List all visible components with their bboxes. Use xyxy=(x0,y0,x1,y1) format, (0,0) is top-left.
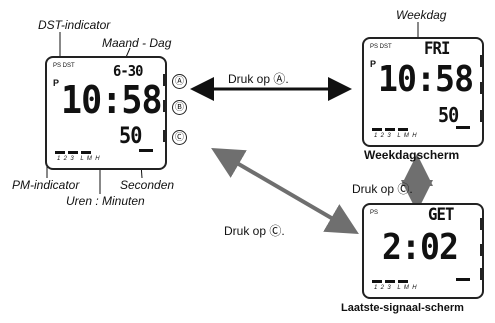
date-digits: 6-30 xyxy=(113,62,143,80)
signal-side-button-2[interactable] xyxy=(480,244,484,256)
last-signal-screen-caption: Laatste-signaal-scherm xyxy=(341,302,464,314)
seconds-label: Seconden xyxy=(120,178,175,192)
pm-indicator: P xyxy=(370,59,377,69)
weekday-side-button-3[interactable] xyxy=(480,110,484,122)
ps-dst-indicator: PS DST xyxy=(53,63,75,69)
weekday-watch-display: PS DST FRI P 10:58 50 1 2 3 L M H xyxy=(362,37,484,147)
time-digits: 10:58 xyxy=(61,78,163,122)
button-a-label: Ⓐ xyxy=(172,74,187,89)
signal-bars xyxy=(372,126,476,131)
button-b-side[interactable] xyxy=(163,100,167,112)
instruction-press-c-right: Druk op Ⓒ. xyxy=(352,182,413,196)
last-signal-watch-display: PS GET 2:02 1 2 3 L M H xyxy=(362,203,484,299)
button-c-label: Ⓒ xyxy=(172,130,187,145)
weekday-digits: FRI xyxy=(424,39,450,59)
pm-indicator-label: PM-indicator xyxy=(12,178,80,192)
bar-labels: 1 2 3 L M H xyxy=(374,285,417,291)
ps-dst-indicator: PS DST xyxy=(370,44,392,50)
time-digits: 10:58 xyxy=(378,59,474,100)
button-a-side[interactable] xyxy=(163,74,167,86)
weekday-side-button-2[interactable] xyxy=(480,82,484,94)
signal-bars xyxy=(372,278,476,283)
time-digits: 2:02 xyxy=(382,227,459,268)
instruction-press-a: Druk op Ⓐ. xyxy=(228,72,289,86)
weekday-label: Weekdag xyxy=(396,8,447,22)
seconds-digits: 50 xyxy=(119,124,142,149)
seconds-digits: 50 xyxy=(438,103,459,127)
button-c-side[interactable] xyxy=(163,130,167,142)
bar-labels: 1 2 3 L M H xyxy=(57,156,100,162)
month-day-label: Maand - Dag xyxy=(102,36,172,50)
hours-minutes-label: Uren : Minuten xyxy=(66,194,145,208)
signal-bars xyxy=(55,149,159,154)
signal-side-button-1[interactable] xyxy=(480,218,484,230)
get-digits: GET xyxy=(428,205,454,225)
bar-labels: 1 2 3 L M H xyxy=(374,133,417,139)
arrow-c-diagonal xyxy=(211,147,359,235)
button-b-label: Ⓑ xyxy=(172,100,187,115)
pm-indicator: P xyxy=(53,78,60,88)
weekday-side-button-1[interactable] xyxy=(480,55,484,67)
ps-indicator: PS xyxy=(370,210,379,216)
instruction-press-c-left: Druk op Ⓒ. xyxy=(224,224,285,238)
dst-indicator-label: DST-indicator xyxy=(38,18,111,32)
main-watch-display: PS DST 6-30 P 10:58 50 1 2 3 L M H xyxy=(45,56,167,170)
signal-side-button-3[interactable] xyxy=(480,268,484,280)
weekday-screen-caption: Weekdagscherm xyxy=(364,148,460,162)
